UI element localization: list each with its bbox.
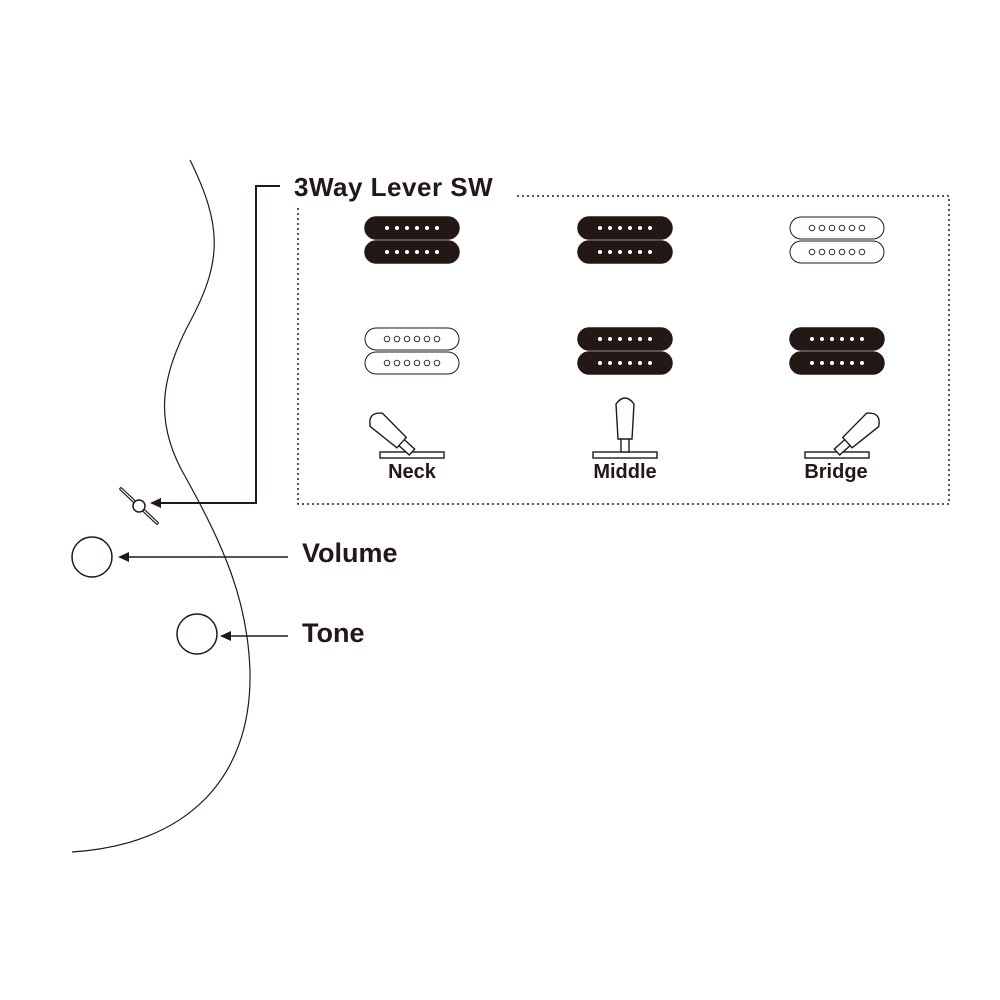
position-label-neck: Neck (388, 461, 436, 483)
humbucker-pickup-icon-neck-middle (577, 216, 673, 264)
lever-position-icon-bridge (804, 412, 880, 459)
position-label-bridge: Bridge (804, 461, 868, 483)
switch-title: 3Way Lever SW (294, 172, 494, 202)
switch-callout-arrowhead (150, 498, 161, 508)
tone-knob-icon (176, 613, 218, 655)
lever-position-icon-middle (592, 397, 658, 459)
pickups-layer (364, 216, 885, 375)
tone-arrow-icon (220, 631, 288, 641)
levers-layer (369, 397, 880, 459)
volume-label: Volume (302, 538, 398, 568)
lever-switch-icon (119, 487, 159, 525)
humbucker-pickup-icon-bridge-bridge (789, 327, 885, 375)
position-label-middle: Middle (593, 461, 657, 483)
humbucker-pickup-icon-neck-bridge (789, 216, 885, 264)
switch-callout-line (160, 185, 280, 504)
tone-label: Tone (302, 618, 365, 648)
humbucker-pickup-icon-neck-neck (364, 216, 460, 264)
humbucker-pickup-icon-bridge-neck (364, 327, 460, 375)
volume-knob-icon (71, 536, 113, 578)
lever-position-icon-neck (369, 412, 445, 459)
positions-frame (297, 195, 950, 505)
volume-arrow-icon (118, 552, 288, 562)
guitar-body-outline (71, 159, 251, 853)
humbucker-pickup-icon-bridge-middle (577, 327, 673, 375)
